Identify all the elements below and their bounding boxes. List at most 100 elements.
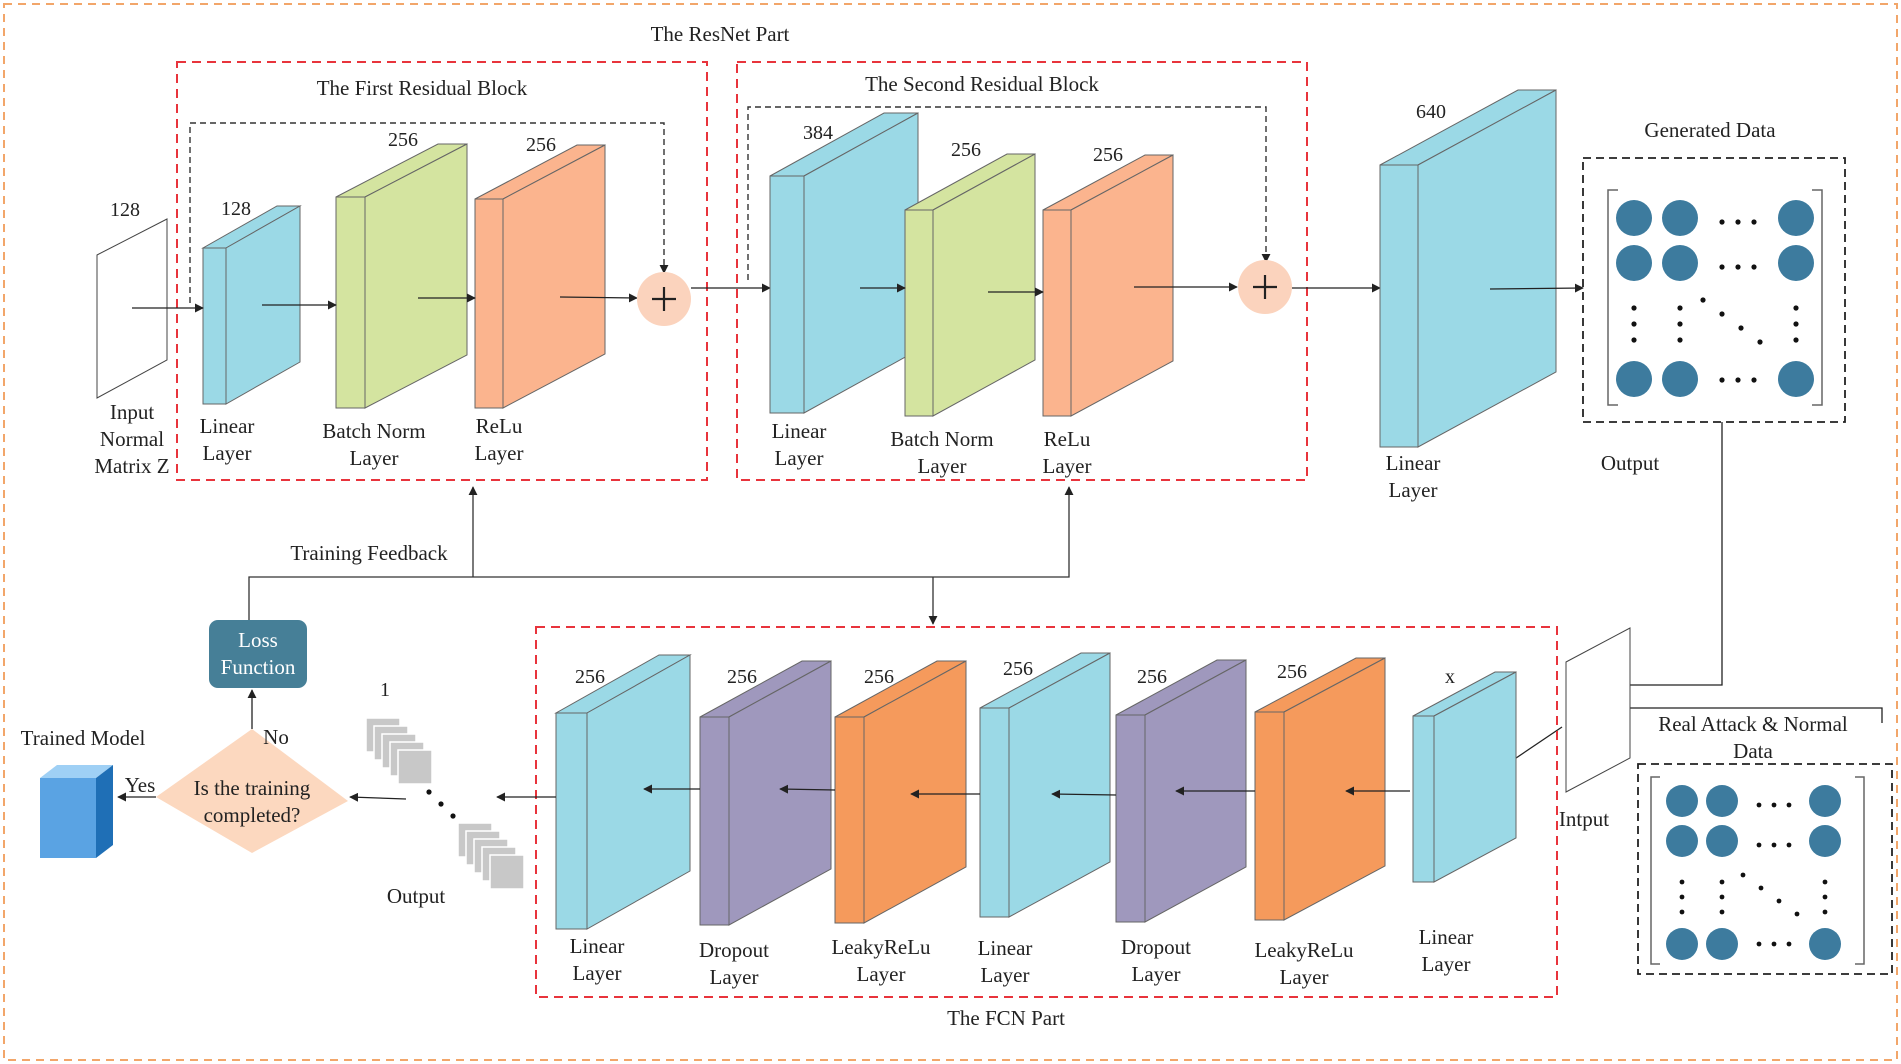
fcn-leakyrelu1-front [834,716,865,924]
block1-linear-label-2: Layer [203,441,252,465]
fcn-leakyrelu2-label-1: LeakyReLu [1254,938,1354,962]
output-stack-ellipsis [426,789,456,819]
fcn-leakyrelu1-label-2: Layer [857,962,906,986]
fcn-input-plane [1565,627,1631,793]
training-complete-decision [156,729,348,853]
arrow-output-to-decision [349,792,407,802]
block2-relu-label-1: ReLu [1044,427,1091,451]
circle-icon [1778,361,1814,397]
fcn-part-title: The FCN Part [947,1006,1065,1030]
real-data-label-2: Data [1733,739,1773,763]
block2-linear-label-1: Linear [772,419,827,443]
fcn-linear2-label-2: Layer [981,963,1030,987]
circle-icon [1809,825,1841,857]
real-data-box [1637,763,1893,975]
block1-batchnorm-label-1: Batch Norm [322,419,425,443]
fcn-dropout1-label-1: Dropout [699,938,769,962]
fcn-leakyrelu2-front [1254,711,1285,921]
fcn-linear2-size: 256 [1003,658,1033,680]
fcn-linearx-size: x [1445,666,1455,688]
trained-model-label: Trained Model [21,726,146,750]
fcn-linearx-front [1412,715,1435,883]
circle-icon [1809,928,1841,960]
final-linear-front [1379,164,1419,448]
fcn-dropout2-label-1: Dropout [1121,935,1191,959]
circle-icon [1616,245,1652,281]
circle-icon [1778,245,1814,281]
real-bracket-right [1855,776,1865,965]
generated-bracket-right [1812,189,1823,406]
circle-icon [1662,200,1698,236]
input-label-line1: Input [110,400,154,424]
fcn-linear1-front [555,712,588,930]
circle-icon [1778,200,1814,236]
block1-linear-label-1: Linear [200,414,255,438]
cube-icon [40,765,113,858]
fcn-dropout2-label-2: Layer [1132,962,1181,986]
yes-label: Yes [125,773,156,797]
fcn-linear2-label-1: Linear [978,936,1033,960]
loss-function-box [209,620,307,688]
fcn-leakyrelu2-label-2: Layer [1280,965,1329,989]
circle-icon [1809,785,1841,817]
block2-relu-size: 256 [1093,144,1123,166]
fcn-dropout1-label-2: Layer [710,965,759,989]
circle-icon [1616,361,1652,397]
final-linear-side [1417,89,1557,448]
block1-relu-label-1: ReLu [476,414,523,438]
block1-batchnorm-front [335,196,366,409]
real-bracket-left [1650,776,1660,965]
block2-batchnorm-layer [904,153,1036,417]
plus-icon [652,287,676,311]
plus-icon [1253,275,1277,299]
block2-batchnorm-size: 256 [951,139,981,161]
generated-data-box [1582,157,1846,423]
decision-label-1: Is the training [194,776,311,800]
fcn-leakyrelu2-size: 256 [1277,661,1307,683]
final-linear-label-1: Linear [1386,451,1441,475]
circle-icon [1706,928,1738,960]
block1-batchnorm-size: 256 [388,129,418,151]
input-label-line3: Matrix Z [94,454,169,478]
block2-batchnorm-front [904,209,934,417]
real-data-matrix [1666,785,1841,960]
block1-relu-label-2: Layer [475,441,524,465]
feedback-line-trunk [248,486,1074,620]
fcn-linear-layer-1 [554,654,692,930]
fcn-input-label: Intput [1559,807,1609,831]
block2-batchnorm-label-2: Layer [918,454,967,478]
final-linear-label-2: Layer [1389,478,1438,502]
fcn-linear2-side [1008,652,1111,918]
block1-relu-front [474,198,504,409]
second-residual-block-title: The Second Residual Block [865,72,1099,96]
input-label-line2: Normal [100,427,164,451]
fcn-leakyrelu1-size: 256 [864,666,894,688]
fcn-leakyrelu2-side [1283,657,1386,921]
fcn-leakyrelu1-label-1: LeakyReLu [831,935,931,959]
block1-relu-size: 256 [526,134,556,156]
arrow-real-data-to-fcn-input [1607,703,1883,723]
fcn-linear-layer-x [1412,671,1517,883]
block2-relu-front [1042,209,1072,417]
arrow-leakyrelu1-to-dropout1 [779,784,836,794]
block2-linear-layer [769,112,919,414]
final-linear-layer [1379,89,1557,448]
output-stack-bottom [457,822,525,890]
fcn-linear1-label-2: Layer [573,961,622,985]
generated-bracket-left [1607,189,1618,406]
fcn-dropout2-front [1115,714,1146,923]
fcn-output-label: Output [387,884,446,908]
fcn-linear1-size: 256 [575,666,605,688]
block1-batchnorm-label-2: Layer [350,446,399,470]
block2-linear-size: 384 [803,122,833,144]
arrow-final-linear-to-generated [1489,283,1584,293]
block2-relu-label-2: Layer [1043,454,1092,478]
second-residual-block [736,61,1308,481]
loss-label-1: Loss [238,628,278,652]
fcn-linear2-front [979,707,1010,918]
fcn-dropout2-size: 256 [1137,666,1167,688]
block2-batchnorm-label-1: Batch Norm [890,427,993,451]
block1-relu-layer [474,144,606,409]
